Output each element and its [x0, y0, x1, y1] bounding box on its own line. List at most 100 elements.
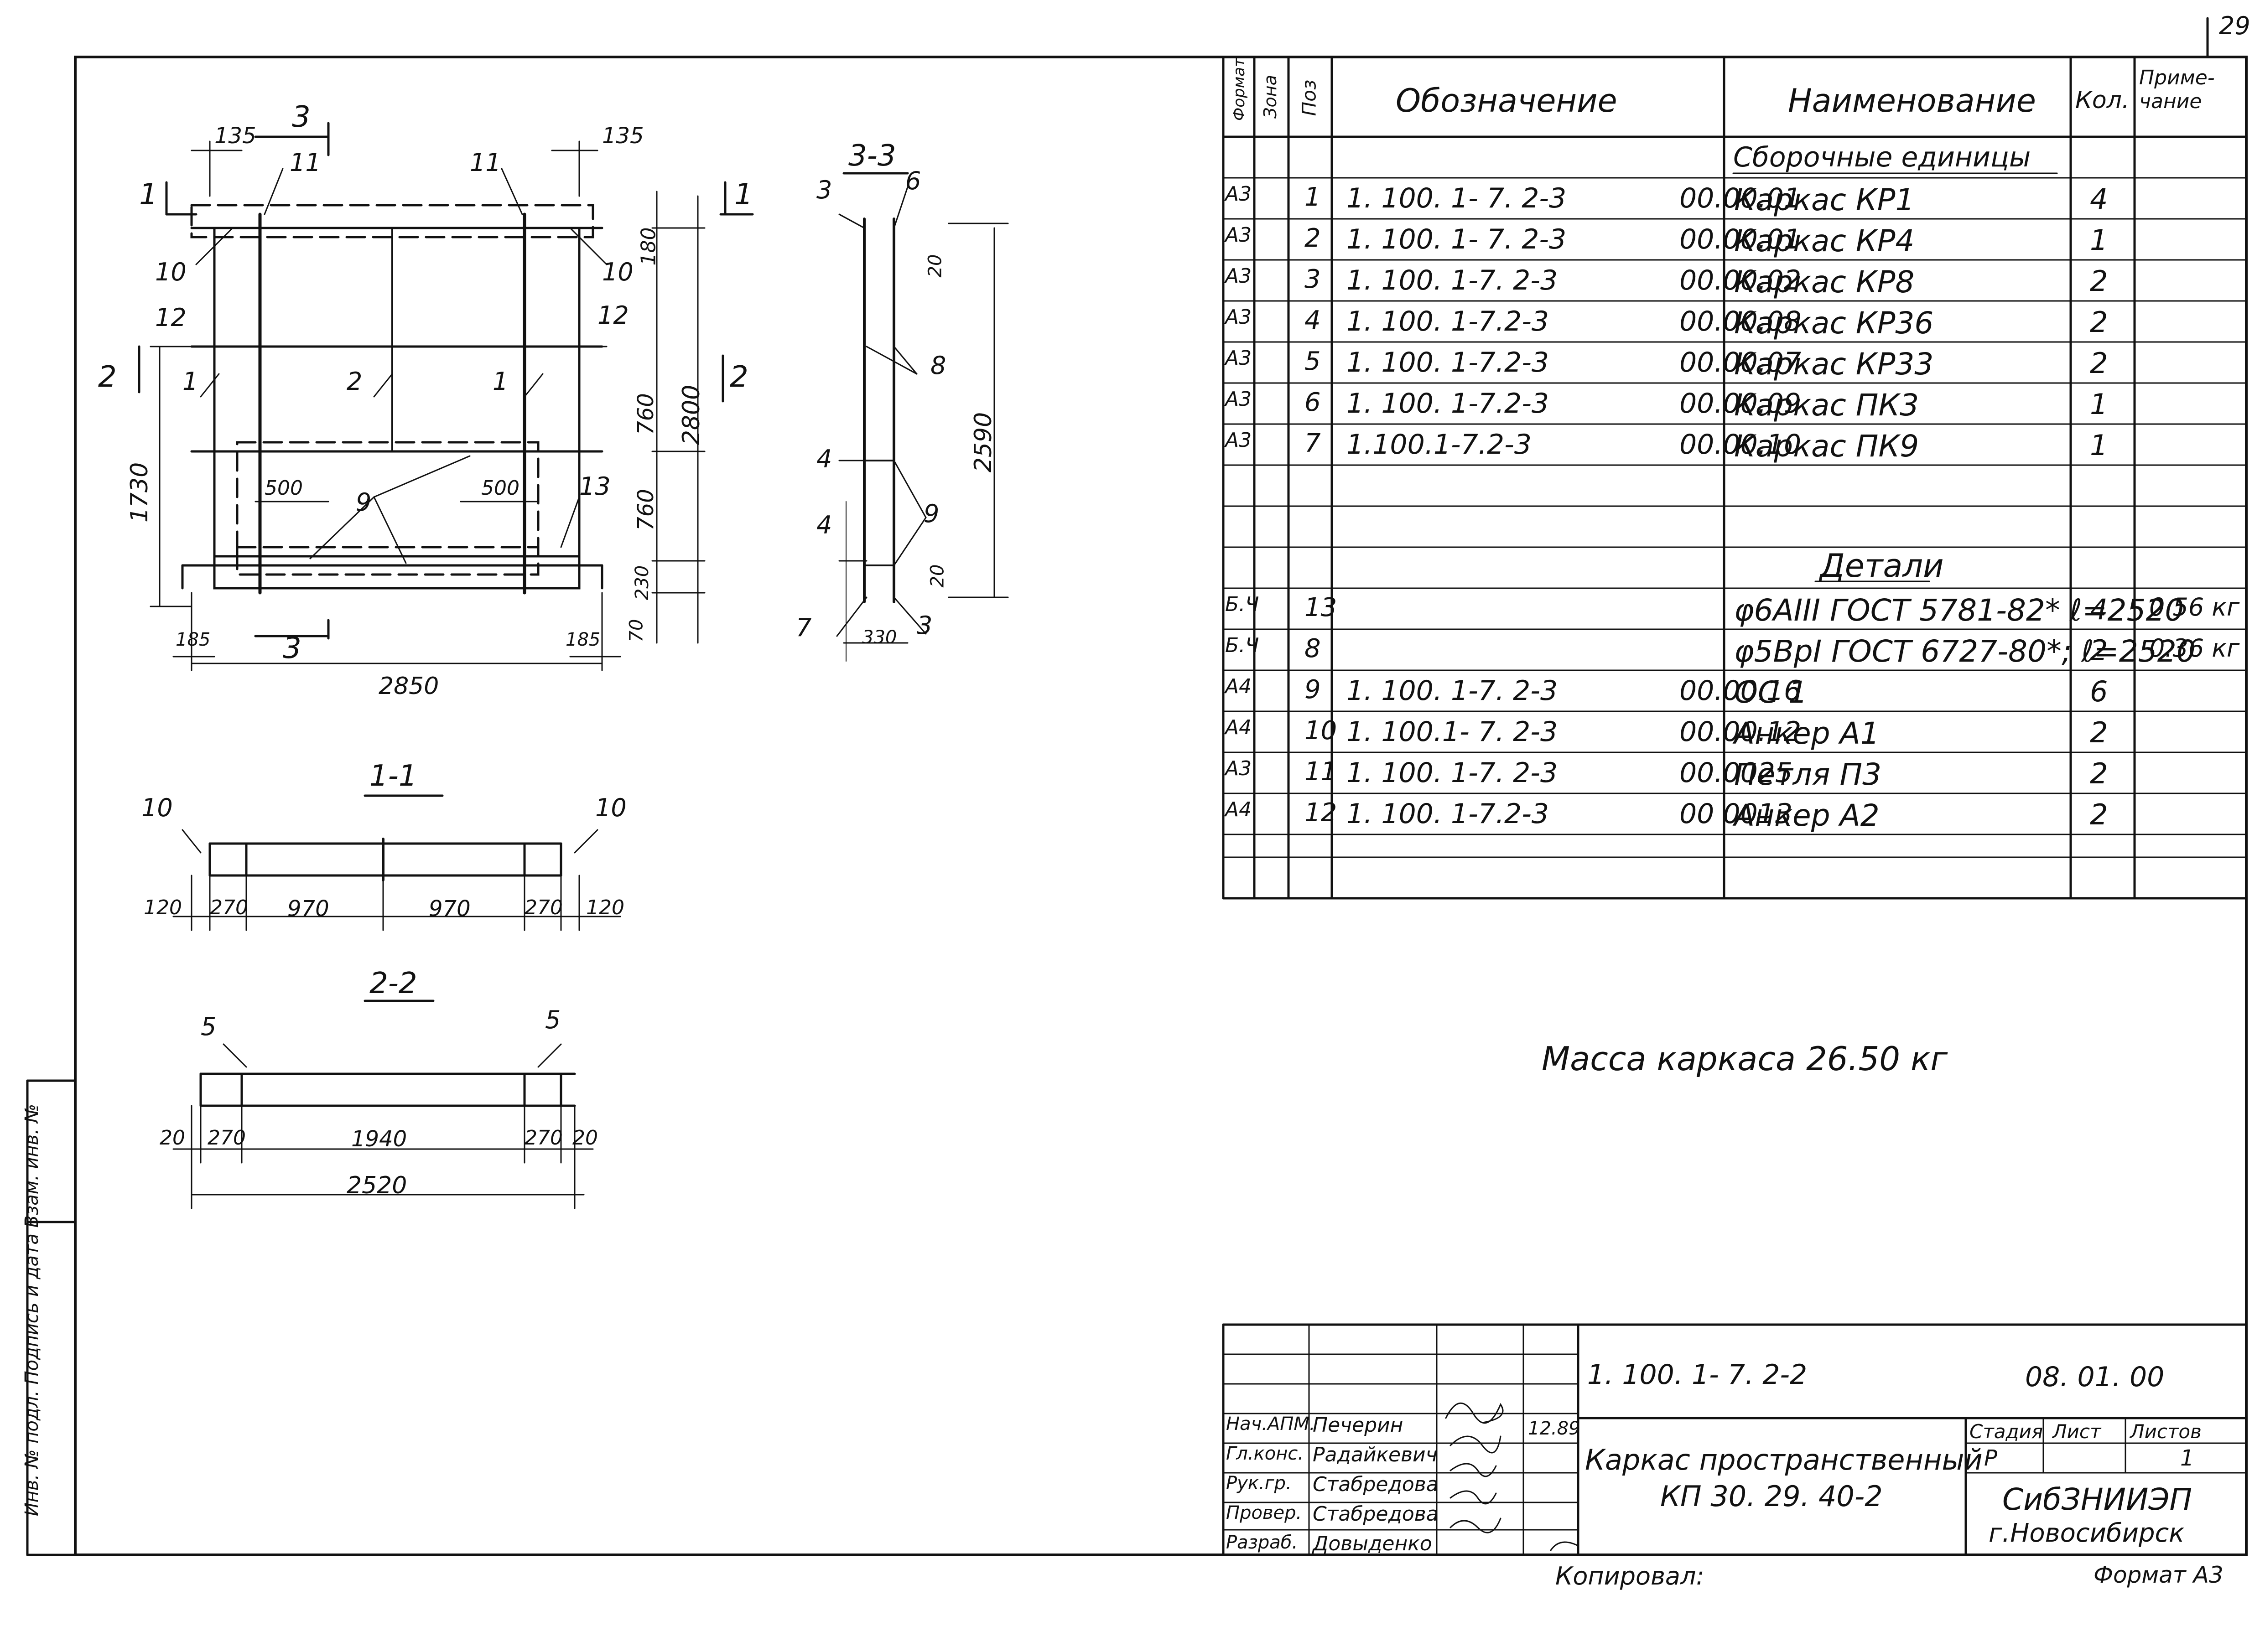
view-1-1-title: 1-1 — [369, 759, 417, 793]
quantity-cell: 2 — [2090, 306, 2108, 339]
doc-code-2: 08. 01. 00 — [2025, 1361, 2165, 1393]
designation-suffix-cell: 00.00.09 — [1679, 388, 1802, 419]
spec-header-note: Приме-чание — [2139, 66, 2215, 113]
note-cell: 0.36 кг — [2149, 634, 2240, 663]
view-3-3-pos-4b: 4 — [816, 511, 832, 539]
plan-pos-12-left: 12 — [155, 303, 187, 332]
title-block-grid — [1222, 1323, 2248, 1556]
title-line-2: КП 30. 29. 40-2 — [1660, 1480, 1883, 1513]
plan-pos-13: 13 — [579, 472, 611, 501]
designation-suffix-cell: 00.00.10 — [1679, 429, 1802, 461]
plan-pos-1-right: 1 — [493, 367, 509, 396]
position-cell: 7 — [1304, 429, 1321, 458]
quantity-cell: 2 — [2090, 264, 2108, 298]
plan-pos-11-left: 11 — [290, 148, 321, 177]
spec-header-designation: Обозначение — [1396, 82, 1617, 119]
view-2-2-dim-0: 20 — [160, 1126, 185, 1150]
format-note: Формат А3 — [2094, 1562, 2223, 1588]
plan-pos-10-left: 10 — [155, 258, 187, 286]
plan-dim-185-right: 185 — [566, 629, 601, 650]
position-cell: 1 — [1304, 182, 1321, 212]
format-cell: А3 — [1225, 347, 1252, 370]
stage-value: Р — [1984, 1445, 1997, 1471]
format-cell: Б.Ч — [1225, 593, 1259, 616]
quantity-cell: 6 — [2090, 675, 2108, 708]
name-cell: Анкер А1 — [1734, 716, 1880, 751]
page-number: 29 — [2219, 11, 2250, 40]
designation-cell: 1. 100. 1-7. 2-3 — [1346, 675, 1558, 707]
sheet-frame — [74, 56, 2248, 1556]
view-1-1 — [172, 794, 621, 931]
date: 12.89 — [1528, 1418, 1580, 1439]
plan-pos-2: 2 — [347, 367, 363, 396]
view-1-1-dim-5: 120 — [586, 896, 624, 919]
view-2-2-dim-3: 270 — [525, 1126, 563, 1150]
signatures — [1445, 1402, 1579, 1551]
staff-name: Печерин — [1313, 1414, 1403, 1437]
designation-suffix-cell: 00.00.12 — [1679, 716, 1802, 748]
view-2-2 — [172, 999, 594, 1209]
name-cell: Анкер А2 — [1734, 798, 1880, 833]
view-1-1-dim-4: 270 — [525, 896, 563, 919]
view-3-3-dim-20-bottom: 20 — [927, 564, 948, 588]
view-3-3 — [836, 172, 1009, 662]
position-cell: 6 — [1304, 388, 1321, 417]
quantity-cell: 2 — [2090, 798, 2108, 831]
designation-suffix-cell: 00.00.01 — [1679, 223, 1802, 255]
view-3-3-title: 3-3 — [848, 139, 896, 173]
section-mark-2-left: 2 — [98, 360, 117, 394]
view-1-1-pos-10-right: 10 — [595, 793, 627, 822]
view-3-3-dim-330: 330 — [862, 627, 897, 648]
designation-cell: 1. 100. 1-7.2-3 — [1346, 798, 1549, 830]
position-cell: 12 — [1304, 798, 1337, 828]
plan-dim-230: 230 — [632, 565, 653, 601]
plan-dim-135-left: 135 — [214, 123, 256, 149]
plan-dim-760a: 760 — [633, 393, 659, 435]
view-3-3-pos-8: 8 — [930, 351, 946, 380]
designation-cell: 1. 100. 1-7.2-3 — [1346, 347, 1549, 378]
section-mark-2-right: 2 — [730, 360, 748, 394]
view-3-3-dim-2590: 2590 — [970, 412, 997, 473]
name-cell: φ6АIII ГОСТ 5781-82* ℓ=2520 — [1734, 593, 2184, 628]
designation-suffix-cell: 00.00.08 — [1679, 306, 1802, 337]
name-cell: Каркас ПК3 — [1734, 388, 1919, 423]
staff-name: Стабредова — [1313, 1473, 1439, 1496]
position-cell: 11 — [1304, 757, 1337, 787]
view-2-2-dim-2: 1940 — [351, 1126, 407, 1152]
view-1-1-dim-2: 970 — [287, 896, 329, 922]
format-cell: Б.Ч — [1225, 634, 1259, 657]
view-2-2-dim-4: 20 — [572, 1126, 598, 1150]
position-cell: 9 — [1304, 675, 1321, 704]
view-1-1-dim-1: 270 — [210, 896, 248, 919]
plan-pos-1-left: 1 — [182, 367, 198, 396]
quantity-cell: 2 — [2090, 634, 2108, 667]
plan-pos-12-right: 12 — [597, 301, 629, 330]
note-cell: 0.56 кг — [2149, 593, 2240, 621]
plan-pos-9: 9 — [356, 488, 372, 517]
plan-dim-2800: 2800 — [678, 384, 706, 445]
staff-name: Довыденко — [1313, 1532, 1432, 1555]
view-3-3-pos-4a: 4 — [816, 445, 832, 473]
designation-cell: 1. 100. 1-7.2-3 — [1346, 388, 1549, 419]
designation-cell: 1. 100. 1-7. 2-3 — [1346, 264, 1558, 296]
position-cell: 5 — [1304, 347, 1321, 376]
plan-dim-70: 70 — [626, 619, 647, 642]
name-cell: Каркас КР8 — [1734, 264, 1915, 300]
plan-dim-2850: 2850 — [379, 673, 439, 700]
designation-cell: 1. 100. 1-7.2-3 — [1346, 306, 1549, 337]
format-cell: А4 — [1225, 798, 1252, 821]
view-2-2-dim-1: 270 — [208, 1126, 246, 1150]
designation-cell: 1. 100. 1- 7. 2-3 — [1346, 182, 1567, 214]
staff-role: Нач.АПМ. — [1226, 1414, 1315, 1434]
staff-name: Стабредова — [1313, 1502, 1439, 1526]
view-2-2-title: 2-2 — [369, 967, 417, 1000]
